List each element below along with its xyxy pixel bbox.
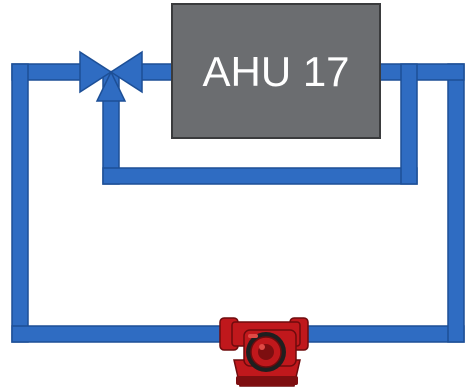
outer-pipe-bottom-left	[11, 325, 229, 343]
outer-pipe-top-right	[375, 63, 465, 81]
outer-pipe-left	[11, 63, 29, 343]
bypass-loop-pipe	[102, 63, 418, 185]
bypass-pipe-bottom	[102, 167, 418, 185]
outer-pipe-right	[447, 63, 465, 343]
circulator-pump-icon	[219, 317, 309, 387]
ahu-supply-pipe	[139, 63, 177, 81]
outer-loop-pipe	[11, 63, 465, 343]
ahu-unit: AHU 17	[171, 3, 381, 139]
bypass-pipe-right	[400, 63, 418, 185]
outer-pipe-bottom-right	[299, 325, 465, 343]
ahu-label: AHU 17	[202, 48, 349, 95]
ahu-box	[171, 3, 381, 139]
three-way-valve-icon	[79, 50, 143, 102]
